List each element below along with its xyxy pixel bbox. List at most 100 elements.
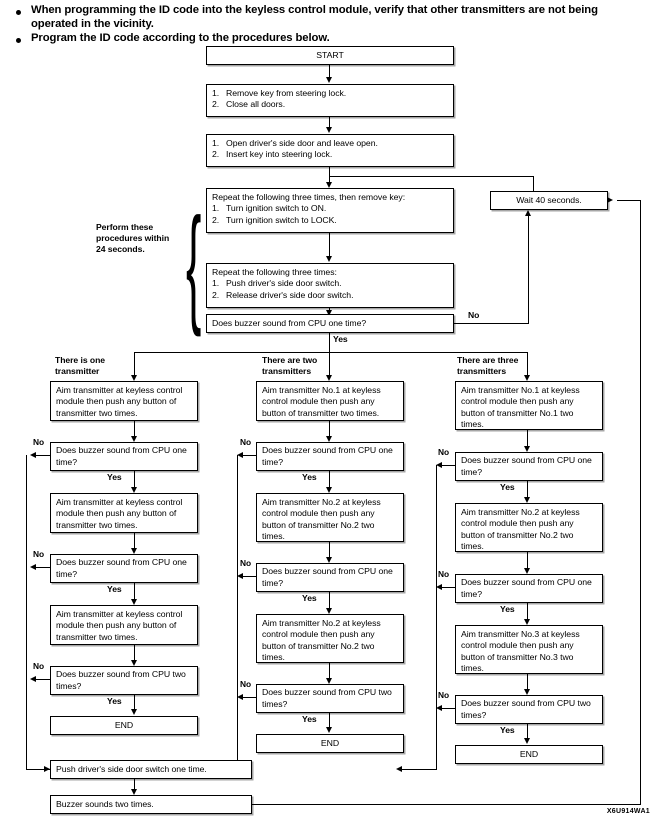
col3-decision-1: Does buzzer sound from CPU one time? <box>455 452 603 481</box>
col1-yes-label-1: Yes <box>107 472 122 482</box>
wait-out-vertical <box>533 176 535 191</box>
arrowhead-down-icon <box>326 127 332 133</box>
col3-decision-3: Does buzzer sound from CPU two times? <box>455 695 603 724</box>
col3-conn-2 <box>527 481 529 501</box>
col1-conn-3 <box>134 533 136 551</box>
arrowhead-down-icon <box>326 727 332 733</box>
grouping-brace-icon: { <box>186 189 202 338</box>
col1-step-2-label: Aim transmitter at keyless control modul… <box>56 497 183 530</box>
col2-conn-1 <box>329 421 331 439</box>
step1-line-2: Close all doors. <box>226 99 286 110</box>
arrowhead-down-icon <box>131 660 137 666</box>
col1-end-label: END <box>114 719 134 730</box>
col1-conn-5 <box>134 645 136 663</box>
col2-step-2: Aim transmitter No.2 at keyless control … <box>256 493 404 542</box>
arrowhead-left-icon <box>30 676 36 682</box>
step3-num-2: 2. <box>212 214 220 225</box>
col3-no-line-1 <box>442 465 455 467</box>
arrowhead-down-icon <box>326 608 332 614</box>
arrowhead-down-icon <box>131 789 137 795</box>
step2-line-2: Insert key into steering lock. <box>226 149 333 160</box>
arrowhead-left-icon <box>436 462 442 468</box>
col2-decision-2-label: Does buzzer sound from CPU one time? <box>262 566 393 588</box>
arrowhead-left-icon <box>436 584 442 590</box>
arrowhead-down-icon <box>326 182 332 188</box>
step1-num-1: 1. <box>212 88 220 98</box>
arrowhead-left-icon <box>237 452 243 458</box>
col2-conn-4 <box>329 592 331 612</box>
col1-decision-3-label: Does buzzer sound from CPU two times? <box>56 669 186 691</box>
arrowhead-down-icon <box>326 310 332 316</box>
step2-box: 1.Open driver's side door and leave open… <box>206 134 454 167</box>
arrowhead-right-icon <box>44 766 50 772</box>
connector-step2-step3 <box>329 167 331 184</box>
arrowhead-down-icon <box>326 436 332 442</box>
figure-code: X6U914WA1 <box>606 808 650 815</box>
step2-num-2: 2. <box>212 149 220 160</box>
col3-decision-2: Does buzzer sound from CPU one time? <box>455 574 603 603</box>
col3-decision-3-label: Does buzzer sound from CPU two times? <box>461 698 591 720</box>
step3-list: 1.Turn ignition switch to ON. 2.Turn ign… <box>212 203 448 226</box>
fanout-bus <box>134 352 528 354</box>
arrowhead-down-icon <box>524 446 530 452</box>
arrowhead-left-icon <box>30 564 36 570</box>
col1-end-box: END <box>50 716 198 735</box>
col1-step-3: Aim transmitter at keyless control modul… <box>50 605 198 645</box>
arrowhead-down-icon <box>524 568 530 574</box>
start-box: START <box>206 46 454 65</box>
step2-line-1: Open driver's side door and leave open. <box>226 138 378 148</box>
col2-end-box: END <box>256 734 404 753</box>
buzzer-two-box: Buzzer sounds two times. <box>50 795 252 814</box>
arrowhead-left-icon <box>237 573 243 579</box>
col3-no-bus-to-push <box>399 769 437 771</box>
col3-conn-3 <box>527 552 529 572</box>
step3-heading: Repeat the following three times, then r… <box>212 192 406 202</box>
col1-no-label-3: No <box>33 661 45 671</box>
col3-no-line-3 <box>442 708 455 710</box>
bullet-dot-icon <box>16 10 21 15</box>
col1-decision-1-label: Does buzzer sound from CPU one time? <box>56 445 187 467</box>
col1-step-2: Aim transmitter at keyless control modul… <box>50 493 198 533</box>
main-no-vertical <box>528 216 530 324</box>
col1-conn-4 <box>134 583 136 603</box>
col2-decision-2: Does buzzer sound from CPU one time? <box>256 563 404 592</box>
col3-step-2-label: Aim transmitter No.2 at keyless control … <box>461 507 580 552</box>
col1-conn-6 <box>134 695 136 713</box>
arrowhead-down-icon <box>524 738 530 744</box>
arrowhead-down-icon <box>326 256 332 262</box>
col3-end-box: END <box>455 745 603 764</box>
col2-step-1-label: Aim transmitter No.1 at keyless control … <box>262 385 381 418</box>
col3-yes-label-2: Yes <box>500 604 515 614</box>
step1-line-1: Remove key from steering lock. <box>226 88 347 98</box>
col2-conn-3 <box>329 542 331 560</box>
col2-no-line-3 <box>243 697 256 699</box>
arrowhead-down-icon <box>326 375 332 381</box>
col2-no-line-2 <box>243 576 256 578</box>
col1-decision-3: Does buzzer sound from CPU two times? <box>50 666 198 695</box>
col2-step-3: Aim transmitter No.2 at keyless control … <box>256 614 404 663</box>
col2-step-1: Aim transmitter No.1 at keyless control … <box>256 381 404 421</box>
col1-step-1-label: Aim transmitter at keyless control modul… <box>56 385 183 418</box>
col2-no-line-1 <box>243 455 256 457</box>
step2-list: 1.Open driver's side door and leave open… <box>212 138 448 161</box>
arrowhead-right-icon <box>607 197 613 203</box>
col2-conn-5 <box>329 663 331 681</box>
col1-no-label-1: No <box>33 437 45 447</box>
step4-line-2: Release driver's side door switch. <box>226 289 354 300</box>
intro-notes: When programming the ID code into the ke… <box>16 4 646 47</box>
col2-decision-3-label: Does buzzer sound from CPU two times? <box>262 687 392 709</box>
col2-yes-label-2: Yes <box>302 593 317 603</box>
col2-conn-6 <box>329 713 331 731</box>
arrowhead-left-icon <box>436 705 442 711</box>
col2-conn-2 <box>329 471 331 491</box>
main-decision-label: Does buzzer sound from CPU one time? <box>212 317 367 328</box>
col1-no-bus <box>26 455 28 770</box>
arrowhead-down-icon <box>131 548 137 554</box>
arrowhead-up-icon <box>525 210 531 216</box>
col3-step-1-label: Aim transmitter No.1 at keyless control … <box>461 385 580 430</box>
intro-bullet-text: When programming the ID code into the ke… <box>31 4 598 30</box>
arrowhead-left-icon <box>396 766 402 772</box>
fanout-branch-col3 <box>527 352 529 377</box>
column2-heading: There are two transmitters <box>262 355 318 376</box>
